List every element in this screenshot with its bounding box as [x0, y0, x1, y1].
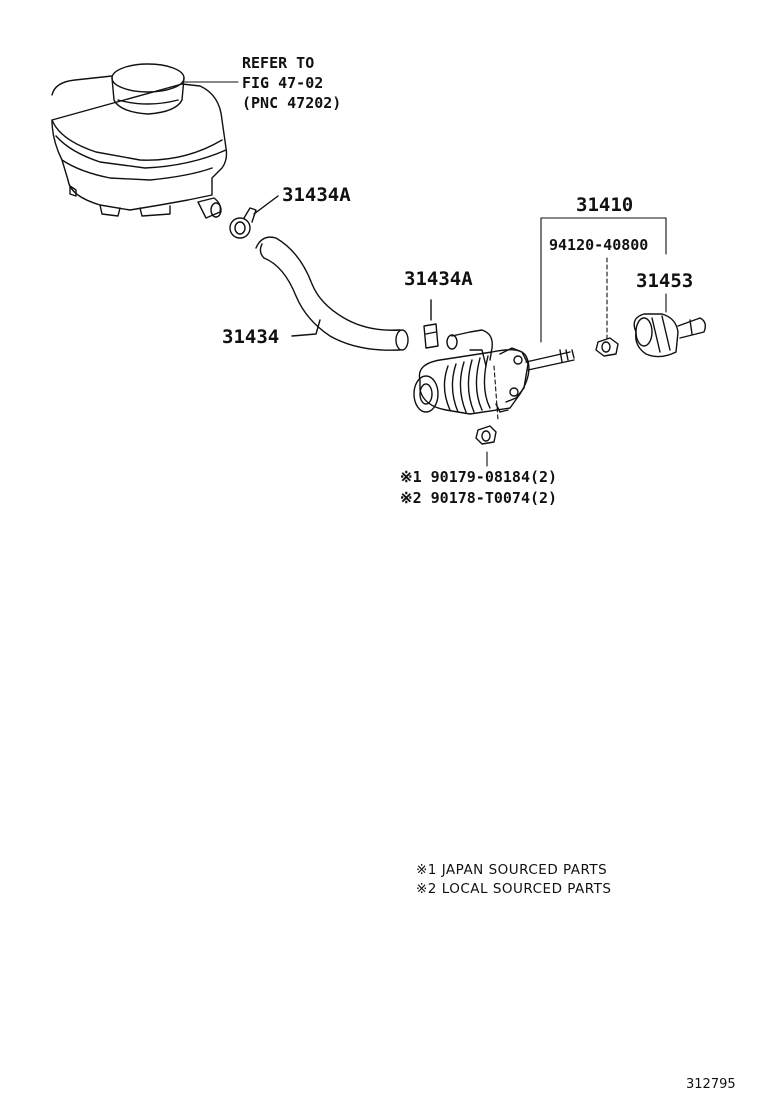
- label-hose: 31434: [222, 326, 280, 348]
- legend-japan: ※1 JAPAN SOURCED PARTS: [416, 862, 608, 878]
- upper-clamp: [229, 195, 279, 239]
- reservoir-tank: [51, 63, 228, 219]
- leader-lines: [184, 81, 667, 467]
- label-bolt-japan: ※1 90179-08184(2): [400, 468, 558, 486]
- label-nut: 94120-40800: [549, 236, 649, 254]
- inlet-fitting: [446, 329, 493, 367]
- boot: [633, 313, 707, 358]
- label-boot: 31453: [636, 270, 694, 292]
- refer-line-1: REFER TO: [242, 54, 315, 72]
- label-bolt-local: ※2 90178-T0074(2): [400, 489, 558, 507]
- refer-line-3: (PNC 47202): [242, 94, 342, 112]
- lower-clamp: [423, 299, 439, 349]
- label-upper-clamp: 31434A: [282, 184, 351, 206]
- clutch-master-cylinder: [413, 347, 575, 415]
- label-lower-clamp: 31434A: [404, 268, 473, 290]
- hose: [255, 236, 409, 351]
- label-cylinder-assy: 31410: [576, 194, 634, 216]
- figure-number: 312795: [686, 1077, 736, 1092]
- refer-line-2: FIG 47-02: [242, 74, 324, 92]
- mounting-bolt: [475, 425, 497, 445]
- nut: [595, 337, 619, 357]
- legend-local: ※2 LOCAL SOURCED PARTS: [416, 881, 612, 897]
